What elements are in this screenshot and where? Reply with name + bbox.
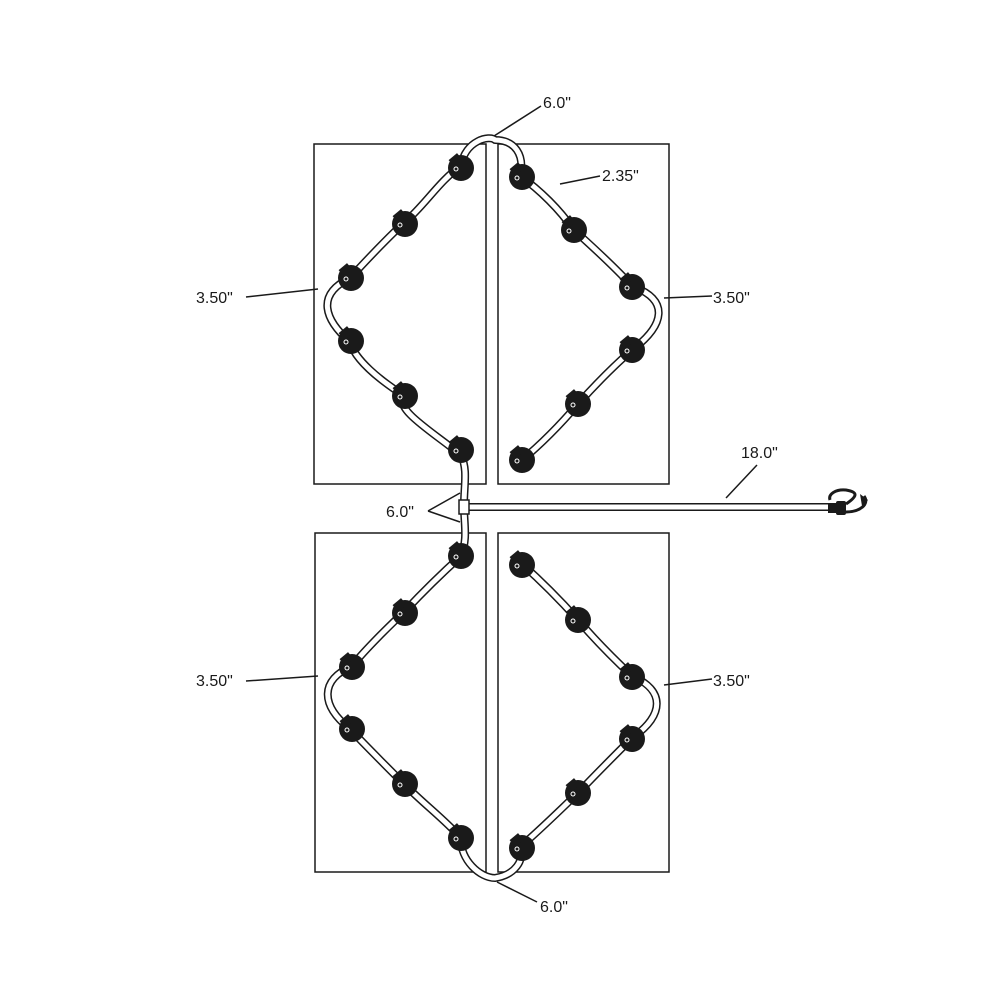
wire-top-loop xyxy=(323,134,663,464)
led-puck-icon xyxy=(338,263,364,291)
led-puck-icon xyxy=(448,435,474,463)
led-puck-icon xyxy=(339,714,365,742)
plug-connector-icon xyxy=(828,488,868,515)
panels xyxy=(313,143,670,873)
t-splitter-icon xyxy=(458,499,470,515)
panel-top-left xyxy=(313,143,487,485)
label-center-split: 6.0" xyxy=(386,504,414,521)
label-bottom-wire: 6.0" xyxy=(540,899,568,916)
dimension-labels: 6.0" 2.35" 3.50" 3.50" 18.0" 6.0" 3.50" … xyxy=(196,95,778,916)
pucks xyxy=(338,153,645,861)
led-puck-icon xyxy=(392,209,418,237)
led-puck-icon xyxy=(509,162,535,190)
label-puck-spacing: 2.35" xyxy=(602,168,639,185)
led-puck-icon xyxy=(619,335,645,363)
label-top-left-width: 3.50" xyxy=(196,290,233,307)
led-puck-icon xyxy=(448,541,474,569)
panel-bottom-right xyxy=(497,532,670,873)
led-puck-icon xyxy=(565,605,591,633)
led-puck-icon xyxy=(619,724,645,752)
led-puck-icon xyxy=(392,381,418,409)
panel-top-right xyxy=(497,143,670,485)
label-bottom-right-width: 3.50" xyxy=(713,673,750,690)
leader-lines xyxy=(245,105,758,903)
panel-bottom-left xyxy=(314,532,487,873)
led-puck-icon xyxy=(565,389,591,417)
wire-bottom-loop xyxy=(323,552,661,882)
led-puck-icon xyxy=(561,215,587,243)
label-bottom-left-width: 3.50" xyxy=(196,673,233,690)
led-puck-icon xyxy=(392,769,418,797)
led-puck-icon xyxy=(339,652,365,680)
led-puck-icon xyxy=(338,326,364,354)
led-puck-icon xyxy=(448,153,474,181)
label-top-wire: 6.0" xyxy=(543,95,571,112)
led-puck-icon xyxy=(448,823,474,851)
led-puck-icon xyxy=(619,272,645,300)
label-top-right-width: 3.50" xyxy=(713,290,750,307)
led-puck-icon xyxy=(392,598,418,626)
led-puck-icon xyxy=(509,833,535,861)
led-puck-icon xyxy=(509,550,535,578)
led-puck-icon xyxy=(565,778,591,806)
label-lead-cable: 18.0" xyxy=(741,445,778,462)
led-puck-icon xyxy=(619,662,645,690)
led-puck-icon xyxy=(509,445,535,473)
